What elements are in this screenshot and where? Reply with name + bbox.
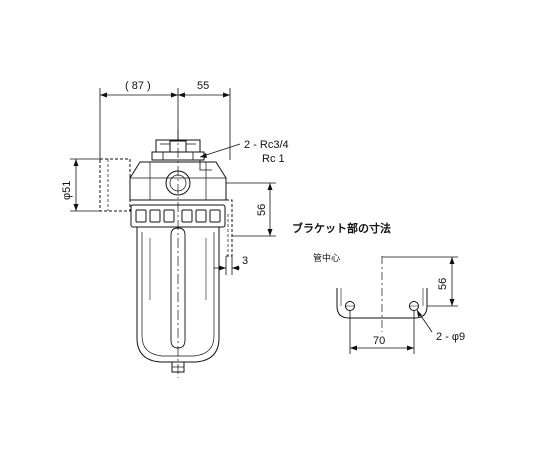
side-bracket <box>226 199 233 257</box>
dim-height: 56 <box>256 204 268 216</box>
bracket-view <box>336 256 458 354</box>
bracket-plate <box>336 288 428 319</box>
offset-dimension-3 <box>214 256 240 275</box>
bowl-ring <box>130 204 226 228</box>
bracket-title: ブラケット部の寸法 <box>292 221 391 235</box>
top-dimensions <box>99 88 231 160</box>
right-dimension-56 <box>226 182 276 237</box>
dim-left-width: ( 87 ) <box>125 80 151 92</box>
dim-right-width: 55 <box>197 80 209 92</box>
pipe-center-label: 管中心 <box>313 252 340 264</box>
port-label-line2: Rc 1 <box>262 153 285 165</box>
bracket-dim-width: 70 <box>373 335 385 347</box>
top-cap <box>151 139 205 161</box>
drain-valve <box>171 361 185 373</box>
port-label-line1: 2 - Rc3/4 <box>244 139 289 151</box>
body-head <box>129 160 227 201</box>
dim-offset: 3 <box>242 255 248 267</box>
main-view <box>70 88 276 378</box>
bracket-dim-height: 56 <box>437 278 449 290</box>
bracket-hole-label: 2 - φ9 <box>436 331 465 343</box>
port-leader <box>199 143 241 158</box>
gauge-port <box>70 158 131 212</box>
dim-diameter: φ51 <box>61 181 73 200</box>
